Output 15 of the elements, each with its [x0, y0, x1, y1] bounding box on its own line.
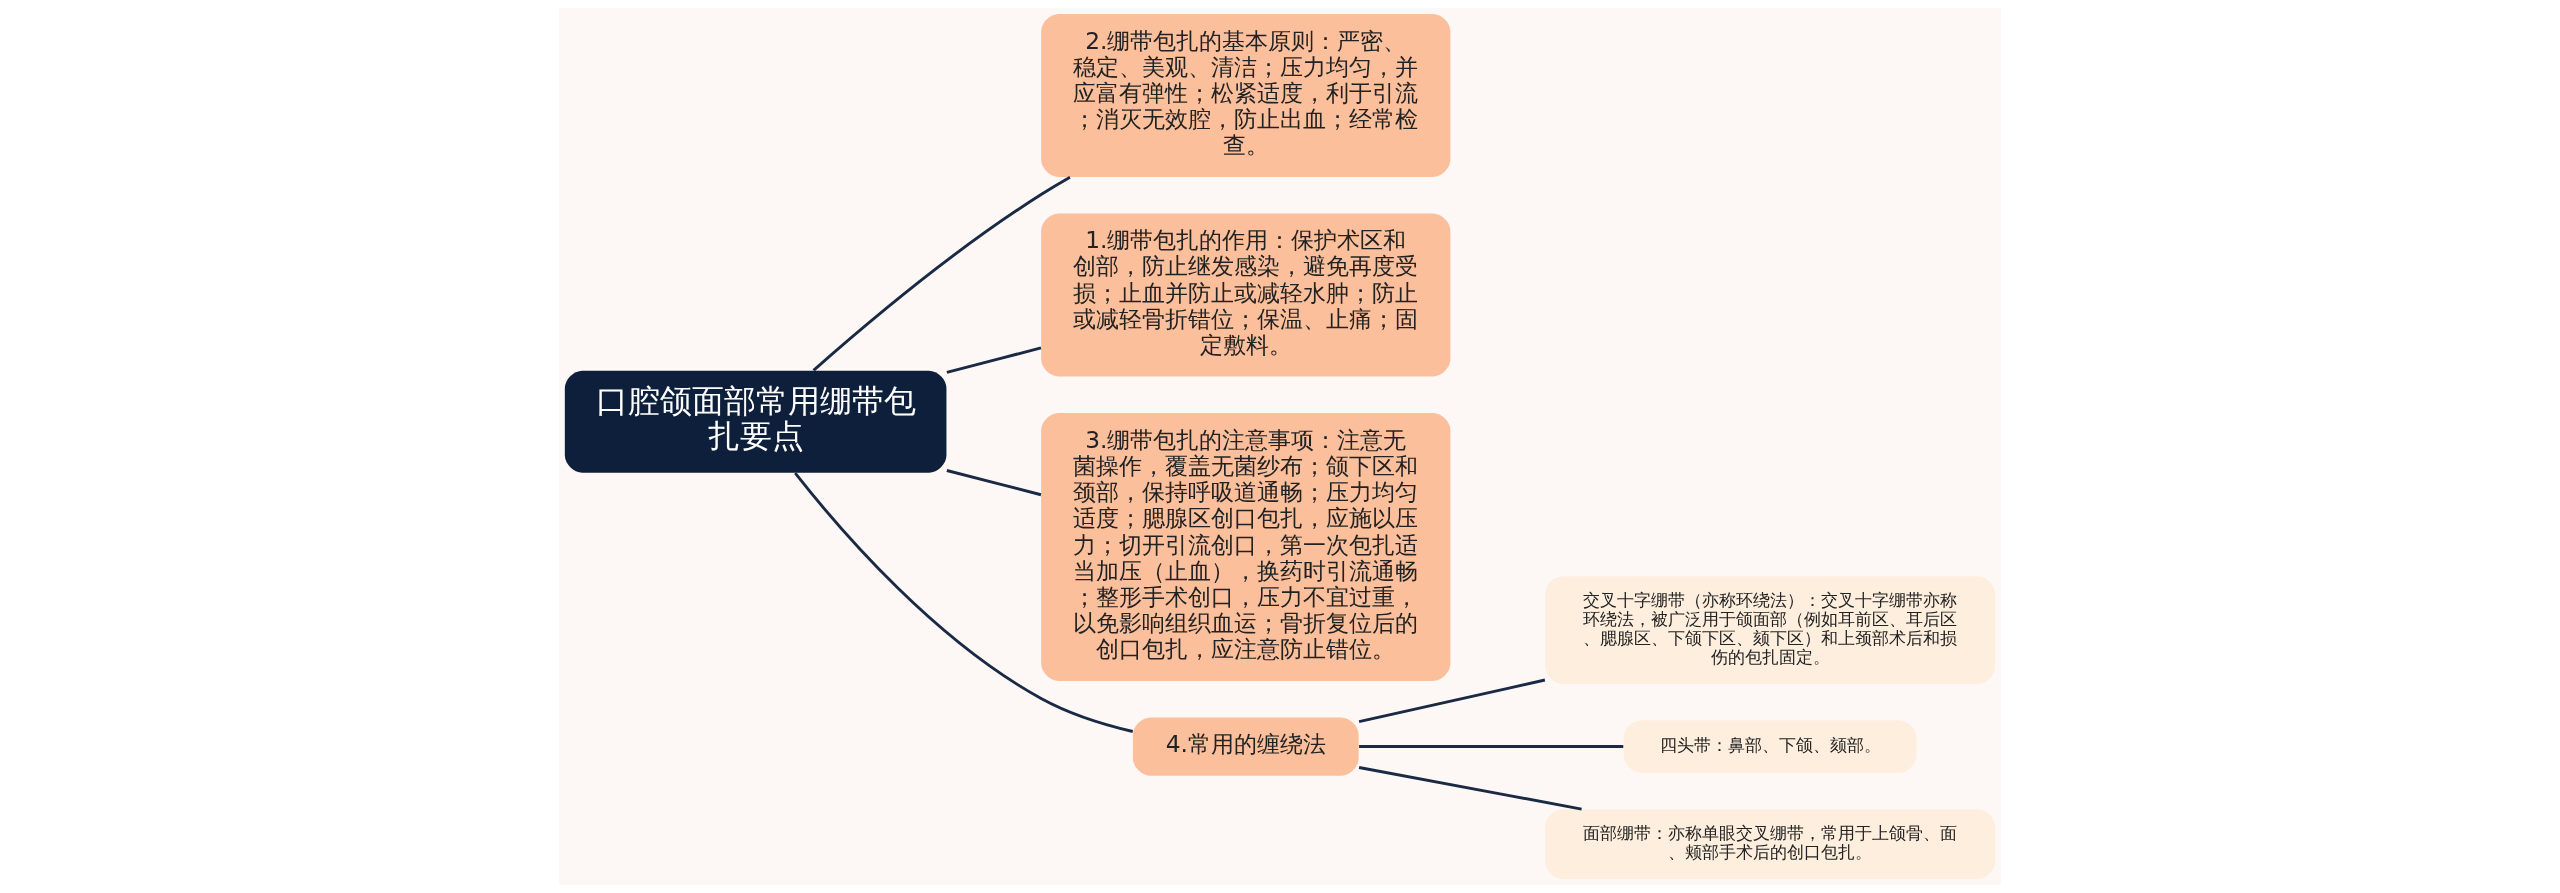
connector: [946, 469, 1042, 497]
connector: [794, 472, 1134, 733]
node-box: 4.常用的缠绕法: [1132, 717, 1359, 776]
connector: [946, 346, 1042, 374]
connector: [812, 175, 1071, 372]
node-box: 口腔颌面部常用绷带包扎要点: [564, 370, 947, 473]
node-box: 交叉十字绷带（亦称环绕法）：交叉十字绷带亦称环绕法，被广泛用于颌面部（例如耳前区、耳后区、腮腺区、下颌下区、颏下区）和上颈部术后和损伤的包扎固定。: [1545, 576, 1996, 684]
connector: [1359, 745, 1624, 748]
node-box: 3.绷带包扎的注意事项：注意无菌操作，覆盖无菌纱布；颌下区和颈部，保持呼吸道通畅；压力均匀适度；腮腺区创口包扎，应施以压力；切开引流创口，第一次包扎适当加压（止血），换药时引流通畅；整形手术创口，压力不宜过重，以免影响组织血运；骨折复位后的创口包扎，应注意防止错位。: [1041, 413, 1451, 681]
node-box: 1.绷带包扎的作用：保护术区和创部，防止继发感染，避免再度受损；止血并防止或减轻水肿；防止或减轻骨折错位；保温、止痛；固定敷料。: [1041, 213, 1451, 377]
connector: [1358, 766, 1582, 811]
connector: [1358, 678, 1546, 723]
node-box: 面部绷带：亦称单眼交叉绷带，常用于上颌骨、面、颊部手术后的创口包扎。: [1545, 809, 1996, 880]
node-box: 2.绷带包扎的基本原则：严密、稳定、美观、清洁；压力均匀，并应富有弹性；松紧适度，利于引流；消灭无效腔，防止出血；经常检查。: [1041, 13, 1451, 178]
node-box: 四头带：鼻部、下颌、颏部。: [1623, 720, 1917, 773]
